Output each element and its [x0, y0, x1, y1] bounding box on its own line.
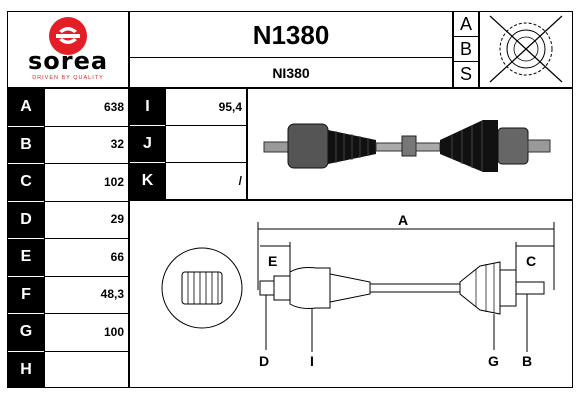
- dim-label-c: C: [526, 253, 537, 269]
- spec-value-c: 102: [103, 174, 124, 189]
- spec-value-b: 32: [110, 137, 124, 152]
- spec-value-d: 29: [110, 212, 124, 227]
- spec-value-e: 66: [110, 249, 124, 264]
- dim-label-i: I: [310, 353, 314, 369]
- dim-label-a: A: [398, 212, 409, 228]
- abs-letter-s: S: [454, 62, 478, 87]
- abs-divider: [478, 11, 480, 88]
- spec-label-a: A: [8, 89, 44, 126]
- spec-label-k: K: [130, 163, 165, 199]
- spec-row-divider: [44, 163, 128, 164]
- abs-sep-1: [454, 36, 478, 37]
- spec-label-b: B: [8, 126, 44, 163]
- header-right-divider: [452, 11, 454, 88]
- spec-value-i: 95,4: [218, 99, 242, 114]
- header-divider: [7, 87, 573, 89]
- spec-value-a: 638: [103, 99, 124, 114]
- abs-ring-area: [480, 12, 572, 87]
- spec-label-i: I: [130, 89, 165, 125]
- dim-label-e: E: [268, 253, 278, 269]
- spec-label-d: D: [8, 201, 44, 238]
- dim-label-g: G: [488, 353, 499, 369]
- mid-col-divider: [165, 88, 166, 199]
- spec-label-h: H: [8, 351, 44, 388]
- spec-row-divider: [44, 200, 128, 202]
- drive-shaft-photo-icon: [263, 120, 551, 172]
- spec-row-divider: [165, 162, 246, 163]
- spec-row-divider: [44, 350, 128, 352]
- spec-value-g: 100: [103, 324, 124, 339]
- spec-label-j: J: [130, 126, 165, 162]
- product-photo: [258, 106, 558, 186]
- header-mid-divider: [128, 57, 452, 58]
- spec-value-f: 48,3: [100, 287, 124, 302]
- dim-label-d: D: [259, 353, 270, 369]
- spec-value-h: [45, 351, 128, 389]
- spec-value-k: /: [238, 173, 242, 188]
- spec-label-c: C: [8, 164, 44, 201]
- brand-name: sorea: [27, 47, 109, 75]
- abs-ring-crossed-icon: [489, 15, 563, 83]
- dim-label-b: B: [522, 353, 533, 369]
- mid-right-border: [246, 88, 248, 199]
- spec-label-g: G: [8, 314, 44, 351]
- abs-letter-b: B: [454, 37, 478, 61]
- dimension-drawing: [161, 222, 555, 352]
- spec-row-divider: [44, 125, 128, 127]
- spec-row-divider: [44, 313, 128, 314]
- part-number: N1380: [252, 19, 330, 50]
- technical-drawing: [130, 202, 572, 386]
- spec-label-e: E: [8, 239, 44, 276]
- abs-sep-2: [454, 61, 478, 62]
- brand-tagline: DRIVEN BY QUALITY: [32, 75, 104, 81]
- abs-letter-a: A: [454, 12, 478, 36]
- mid-bottom-border: [128, 199, 573, 201]
- sorea-logo-icon: [49, 17, 87, 55]
- spec-row-divider: [165, 125, 246, 126]
- brand-logo: [12, 14, 124, 84]
- spec-label-f: F: [8, 276, 44, 313]
- spec-row-divider: [44, 238, 128, 239]
- spec-value-j: [166, 125, 246, 162]
- sub-part-number: NI380: [272, 64, 310, 81]
- spec-row-divider: [44, 275, 128, 277]
